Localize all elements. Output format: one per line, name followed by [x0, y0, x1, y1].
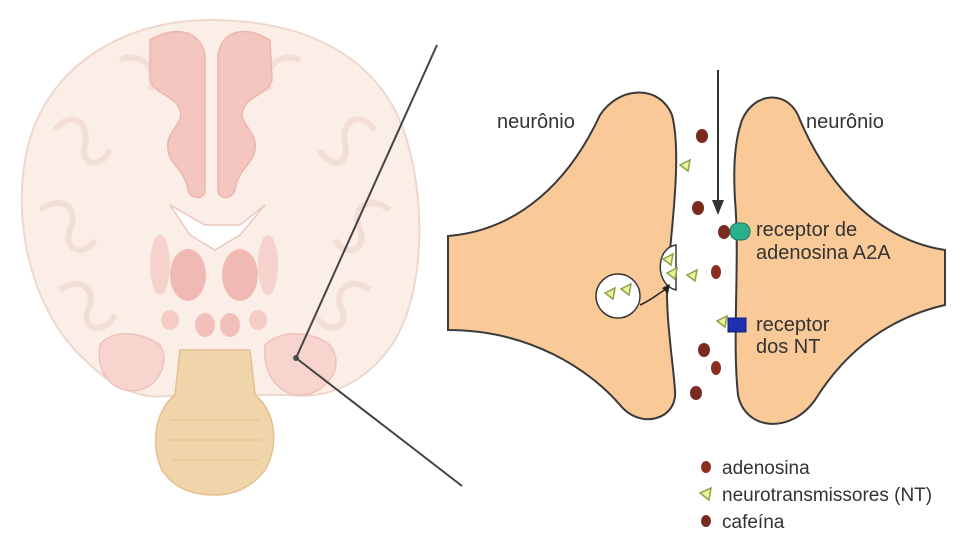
- presynaptic-neuron: [448, 93, 676, 420]
- neurotransmitter-icon: [700, 488, 711, 500]
- label-receptor-a2a-line1: receptor de: [756, 219, 857, 241]
- basal-ganglia-right: [222, 249, 258, 301]
- legend-label-adenosine: adenosina: [722, 458, 810, 479]
- temporal-lobe-left: [99, 334, 164, 391]
- caffeine-molecule: [692, 201, 704, 215]
- thalamus-left: [195, 313, 215, 337]
- caffeine-arrowhead: [712, 200, 724, 215]
- label-receptor-a2a-line2: adenosina A2A: [756, 242, 891, 264]
- brain-coronal-section: [22, 20, 420, 495]
- nt-molecule: [717, 316, 727, 327]
- label-neuron-right: neurônio: [806, 111, 884, 133]
- basal-ganglia-left: [170, 249, 206, 301]
- caffeine-molecule: [718, 225, 730, 239]
- insula-right: [258, 235, 278, 295]
- label-receptor-nt-line1: receptor: [756, 314, 830, 336]
- legend-label-neurotransmitters: neurotransmissores (NT): [722, 485, 932, 506]
- label-receptor-nt-line2: dos NT: [756, 336, 820, 358]
- caffeine-molecule: [696, 129, 708, 143]
- caffeine-icon: [701, 515, 711, 527]
- zoom-line-bottom: [296, 358, 462, 486]
- label-neuron-left: neurônio: [497, 111, 575, 133]
- nt-molecule: [687, 270, 697, 281]
- thalamus-right: [220, 313, 240, 337]
- molecules: [690, 129, 730, 400]
- adenosine-icon: [701, 461, 711, 473]
- nucleus-left: [161, 310, 179, 330]
- nt-molecule: [680, 160, 690, 171]
- adenosine-molecule: [711, 265, 721, 279]
- legend: adenosina neurotransmissores (NT) cafeín…: [700, 458, 932, 533]
- nucleus-right: [249, 310, 267, 330]
- adenosine-molecule: [711, 361, 721, 375]
- receptor-a2a: [730, 223, 750, 240]
- caffeine-molecule: [698, 343, 710, 357]
- caffeine-molecule: [690, 386, 702, 400]
- legend-label-caffeine: cafeína: [722, 512, 785, 533]
- receptor-nt: [728, 318, 746, 332]
- synaptic-vesicle: [596, 274, 640, 318]
- insula-left: [150, 235, 170, 295]
